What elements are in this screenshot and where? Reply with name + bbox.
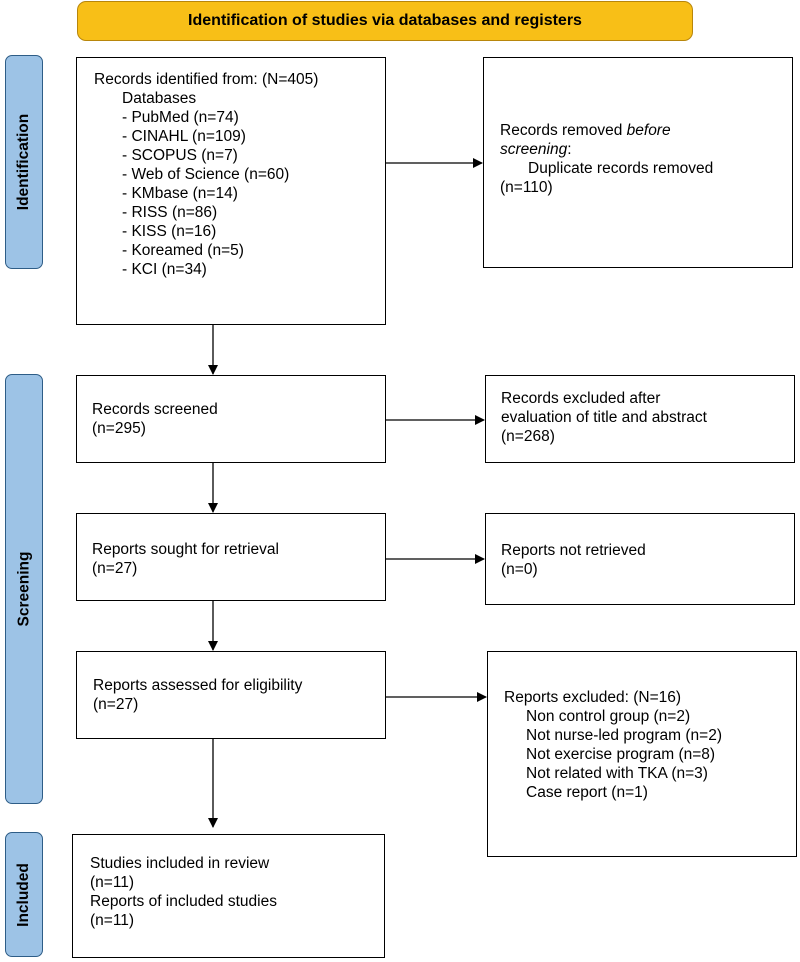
database-item: - Web of Science (n=60) bbox=[122, 166, 290, 183]
database-item: - PubMed (n=74) bbox=[122, 109, 239, 126]
records-excluded-box: Records excluded after evaluation of tit… bbox=[485, 375, 795, 463]
studies-included-box: Studies included in review (n=11) Report… bbox=[72, 834, 385, 958]
records-removed-emphasis: before bbox=[626, 122, 671, 139]
records-excluded-line2: evaluation of title and abstract bbox=[501, 409, 707, 426]
database-item: - KISS (n=16) bbox=[122, 223, 217, 240]
records-removed-prefix: Records removed bbox=[500, 122, 627, 139]
records-removed-colon: : bbox=[567, 141, 572, 158]
header-title: Identification of studies via databases … bbox=[188, 12, 582, 29]
records-identified-box: Records identified from: (N=405) Databas… bbox=[76, 57, 386, 325]
duplicates-count: (n=110) bbox=[500, 179, 553, 196]
reports-excluded-title: Reports excluded: (N=16) bbox=[504, 689, 682, 706]
phase-included: Included bbox=[5, 832, 43, 957]
records-screened-label: Records screened bbox=[92, 401, 218, 418]
records-removed-suffix: screening bbox=[500, 141, 568, 158]
phase-identification: Identification bbox=[5, 55, 43, 269]
database-item: - RISS (n=86) bbox=[122, 204, 218, 221]
records-identified-title: Records identified from: (N=405) bbox=[94, 71, 319, 88]
exclusion-reason: Not related with TKA (n=3) bbox=[526, 765, 708, 782]
studies-included-count: (n=11) bbox=[90, 874, 135, 891]
records-removed-title: Records removed before bbox=[500, 121, 792, 140]
reports-not-retrieved-count: (n=0) bbox=[501, 561, 538, 578]
reports-sought-box: Reports sought for retrieval (n=27) bbox=[76, 513, 386, 601]
exclusion-reason: Non control group (n=2) bbox=[526, 708, 691, 725]
reports-excluded-box: Reports excluded: (N=16) Non control gro… bbox=[487, 651, 797, 857]
database-item: - CINAHL (n=109) bbox=[122, 128, 246, 145]
records-excluded-line1: Records excluded after bbox=[501, 390, 661, 407]
header-banner: Identification of studies via databases … bbox=[77, 1, 693, 41]
records-screened-count: (n=295) bbox=[92, 420, 146, 437]
duplicates-label: Duplicate records removed bbox=[528, 160, 714, 177]
databases-list: - PubMed (n=74) - CINAHL (n=109) - SCOPU… bbox=[94, 108, 385, 279]
database-item: - SCOPUS (n=7) bbox=[122, 147, 238, 164]
reports-sought-count: (n=27) bbox=[92, 560, 138, 577]
records-excluded-count: (n=268) bbox=[501, 428, 555, 445]
database-item: - Koreamed (n=5) bbox=[122, 242, 244, 259]
records-removed-box: Records removed before screening: Duplic… bbox=[483, 57, 793, 268]
records-removed-title-line2: screening: bbox=[500, 140, 792, 159]
reports-not-retrieved-label: Reports not retrieved bbox=[501, 542, 646, 559]
reports-excluded-reasons: Non control group (n=2) Not nurse-led pr… bbox=[504, 707, 796, 802]
studies-included-label: Studies included in review bbox=[90, 855, 270, 872]
reports-included-label: Reports of included studies bbox=[90, 893, 277, 910]
exclusion-reason: Not exercise program (n=8) bbox=[526, 746, 716, 763]
phase-screening: Screening bbox=[5, 374, 43, 804]
reports-assessed-label: Reports assessed for eligibility bbox=[93, 677, 303, 694]
reports-included-count: (n=11) bbox=[90, 912, 135, 929]
database-item: - KCI (n=34) bbox=[122, 261, 207, 278]
database-item: - KMbase (n=14) bbox=[122, 185, 238, 202]
records-screened-box: Records screened (n=295) bbox=[76, 375, 386, 463]
exclusion-reason: Case report (n=1) bbox=[526, 784, 648, 801]
databases-label: Databases bbox=[122, 90, 197, 107]
reports-assessed-box: Reports assessed for eligibility (n=27) bbox=[76, 651, 386, 739]
reports-sought-label: Reports sought for retrieval bbox=[92, 541, 279, 558]
reports-assessed-count: (n=27) bbox=[93, 696, 139, 713]
reports-not-retrieved-box: Reports not retrieved (n=0) bbox=[485, 513, 795, 605]
exclusion-reason: Not nurse-led program (n=2) bbox=[526, 727, 722, 744]
